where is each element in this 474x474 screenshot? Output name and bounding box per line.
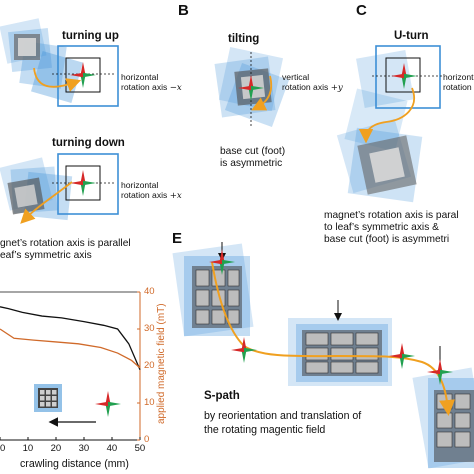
chart-x-axis-label: crawling distance (mm)	[20, 458, 129, 470]
chart-y-tick-label: 20	[144, 360, 155, 371]
turning-up-axis-line1: horizontal	[121, 72, 159, 82]
chart-x-tick-label: 20	[50, 443, 62, 454]
spath-field-compasses	[209, 242, 453, 385]
chart-series-line-1	[0, 306, 141, 370]
chart-y-tick-label: 0	[144, 434, 150, 445]
spath-desc-line1: by reorientation and translation of	[204, 410, 362, 422]
turning-down-leaves	[0, 157, 73, 221]
tilting-axis-label: rotation axis +y	[282, 82, 343, 93]
chart-series-line-2	[0, 328, 141, 369]
uturn-leaves	[336, 50, 423, 203]
tilting-field	[238, 52, 264, 126]
panel-a-caption-line2: eaf’s symmetric axis	[0, 250, 92, 261]
chart-axes	[0, 291, 141, 441]
chart-series	[0, 306, 141, 370]
spath-title: S-path	[204, 390, 240, 402]
turning-down-axis-label: rotation axis +x	[121, 190, 182, 201]
turning-down-path-arrow	[20, 181, 73, 224]
turning-up-leaves	[0, 18, 83, 103]
chart-x-tick-label: 40	[106, 443, 118, 454]
uturn-axis-line1: horizontal	[443, 72, 474, 82]
panel-label-b: B	[178, 2, 189, 19]
uturn-path-arrow	[358, 87, 415, 144]
chart-y-tick-label: 10	[144, 397, 155, 408]
chart-ticks	[0, 291, 141, 441]
turning-up-axis-label: rotation axis −x	[121, 82, 182, 93]
spath-desc-line2: the rotating magentic field	[204, 424, 326, 436]
chart-x-tick-label: 10	[22, 443, 34, 454]
uturn-axis-line2: rotation	[443, 82, 472, 92]
turning-up-field-frame	[52, 45, 119, 107]
spath-robot-bottom	[412, 367, 474, 469]
uturn-field-frame	[372, 45, 444, 109]
tilting-caption-line1: base cut (foot)	[220, 146, 286, 157]
panel-label-c: C	[356, 2, 367, 19]
chart-inset	[34, 384, 121, 427]
turning-down-field-frame	[52, 153, 119, 215]
chart-x-tick-label: 30	[78, 443, 90, 454]
uturn-title: U-turn	[394, 30, 429, 42]
tilting-title: tilting	[228, 33, 260, 45]
chart-y-tick-label: 40	[144, 286, 155, 297]
chart-y-tick-label: 30	[144, 323, 155, 334]
chart-x-tick-label: 0	[0, 443, 6, 454]
spath-robot-middle	[288, 318, 392, 386]
panel-label-e: E	[172, 230, 183, 247]
tilting-path-arrow	[251, 75, 273, 111]
uturn-caption-line3: base cut (foot) is asymmetri	[324, 234, 450, 245]
turning-down-title: turning down	[52, 137, 125, 149]
turning-up-title: turning up	[62, 30, 119, 42]
uturn-caption-line2: to leaf’s symmetric axis &	[324, 222, 439, 233]
tilting-axis-line1: vertical	[282, 72, 310, 82]
spath-trajectory	[211, 261, 456, 416]
spath-robot-top	[172, 243, 254, 337]
panel-a-caption-line1: gnet’s rotation axis is parallel	[0, 238, 131, 249]
chart-y-axis-label: applied magnetic field (mT)	[156, 303, 167, 424]
chart-x-tick-label: 50	[134, 443, 146, 454]
tilting-caption-line2: is asymmetric	[220, 158, 283, 169]
turning-down-axis-line1: horizontal	[121, 180, 159, 190]
turning-up-path-arrow	[33, 67, 82, 92]
uturn-caption-line1: magnet’s rotation axis is paral	[324, 210, 459, 221]
